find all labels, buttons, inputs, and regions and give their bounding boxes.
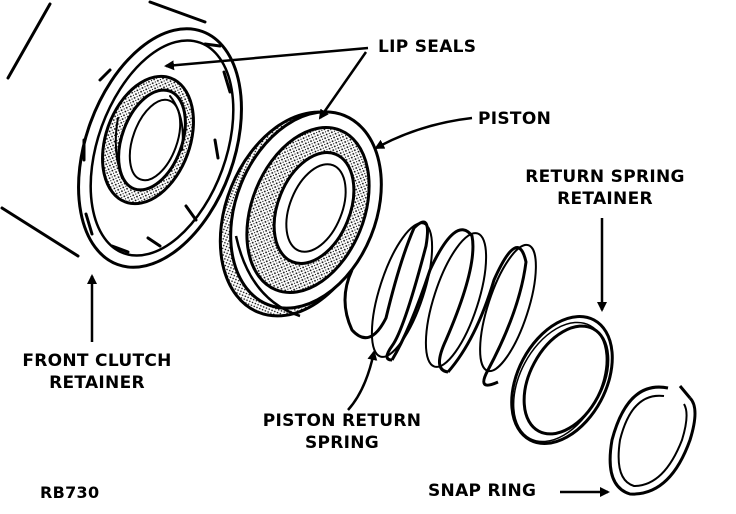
leader-arrows bbox=[87, 46, 610, 497]
label-piston-return-spring-line1: PISTON RETURN bbox=[262, 411, 422, 431]
arrow-piston bbox=[374, 116, 473, 150]
piston bbox=[218, 110, 383, 318]
label-return-spring-retainer: RETURN SPRING RETAINER bbox=[520, 166, 690, 210]
label-return-spring-retainer-line2: RETAINER bbox=[557, 189, 653, 209]
label-front-clutch-retainer-line2: RETAINER bbox=[49, 373, 145, 393]
front-clutch-retainer bbox=[0, 0, 243, 269]
arrow-lip-seals-b bbox=[318, 51, 368, 120]
label-front-clutch-retainer-line1: FRONT CLUTCH bbox=[22, 351, 172, 371]
return-spring-retainer bbox=[510, 315, 614, 445]
label-return-spring-retainer-line1: RETURN SPRING bbox=[525, 167, 685, 187]
label-lip-seals: LIP SEALS bbox=[378, 37, 477, 57]
label-front-clutch-retainer: FRONT CLUTCH RETAINER bbox=[12, 350, 182, 394]
label-piston: PISTON bbox=[478, 109, 552, 129]
label-snap-ring: SNAP RING bbox=[428, 481, 537, 501]
piston-return-spring bbox=[343, 220, 537, 387]
label-piston-return-spring-line2: SPRING bbox=[304, 433, 380, 453]
arrow-piston-return-spring bbox=[347, 350, 378, 411]
figure-code: RB730 bbox=[40, 483, 100, 502]
arrow-lip-seals-a bbox=[164, 46, 369, 71]
label-piston-return-spring: PISTON RETURN SPRING bbox=[254, 410, 430, 454]
snap-ring bbox=[608, 385, 697, 496]
